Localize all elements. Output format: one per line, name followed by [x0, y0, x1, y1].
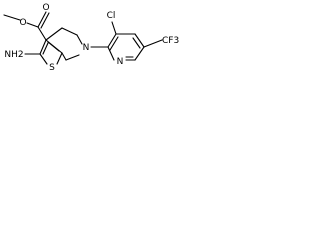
carbonyl-oxygen-label: O — [42, 3, 49, 13]
thiophene-sulfur-label: S — [49, 63, 55, 73]
ester-oxygen-label: O — [19, 18, 26, 28]
bond-lines — [3, 11, 163, 65]
amino-label: NH2 — [4, 50, 23, 60]
molecule-drawing: O O Cl CF3 N N S NH2 — [3, 3, 179, 73]
ring-nitrogen-label: N — [83, 43, 90, 53]
chloro-label: Cl — [107, 11, 116, 21]
pyridine-nitrogen-label: N — [117, 57, 124, 67]
trifluoromethyl-label: CF3 — [162, 36, 179, 46]
structure-canvas: O O Cl CF3 N N S NH2 — [0, 0, 201, 85]
